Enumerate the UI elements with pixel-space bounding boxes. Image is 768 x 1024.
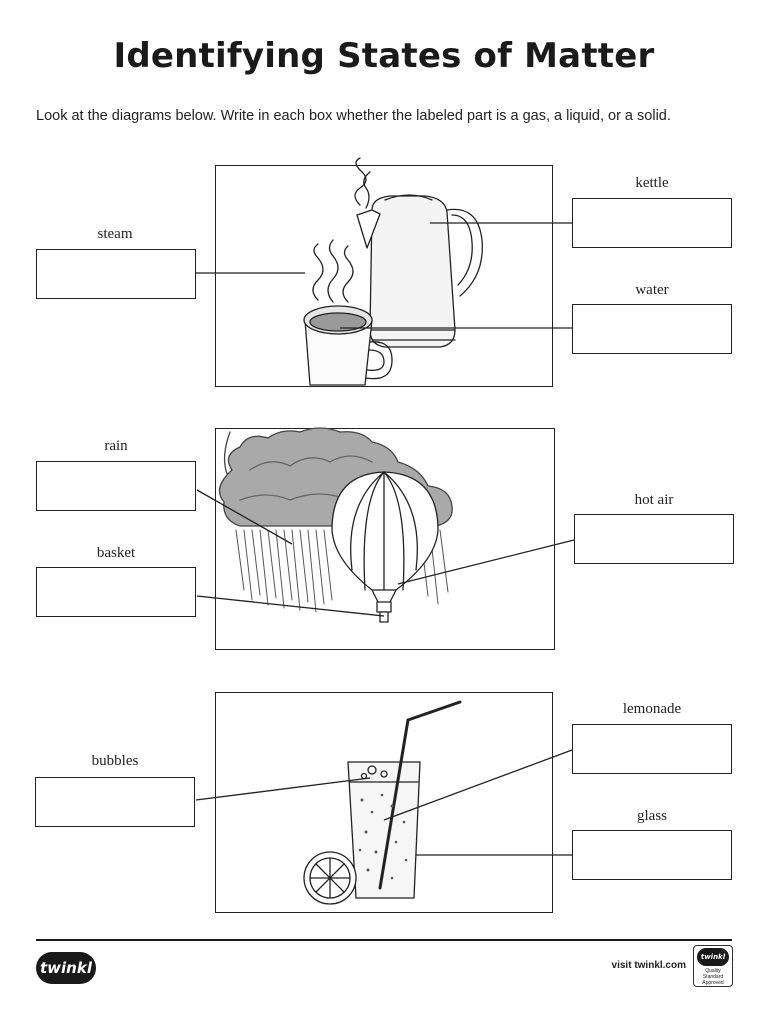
label-glass: glass: [637, 808, 667, 824]
answer-box-hot-air[interactable]: [574, 514, 734, 564]
label-basket: basket: [96, 545, 136, 561]
badge-text: Quality Standard Approved: [702, 968, 724, 986]
answer-box-lemonade[interactable]: [572, 724, 732, 774]
page-title: Identifying States of Matter: [113, 36, 655, 76]
instructions: Look at the diagrams below. Write in eac…: [36, 108, 671, 124]
label-water: water: [635, 282, 669, 298]
answer-box-rain[interactable]: [36, 461, 196, 511]
label-rain: rain: [104, 438, 128, 454]
answer-box-basket[interactable]: [36, 567, 196, 617]
visit-link[interactable]: visit twinkl.com: [611, 960, 686, 971]
label-steam: steam: [97, 226, 133, 242]
hot-air-balloon-icon: [331, 471, 439, 623]
label-lemonade: lemonade: [622, 701, 682, 717]
glass-icon: [347, 700, 462, 899]
leader-lines: [195, 222, 575, 856]
answer-box-steam[interactable]: [36, 249, 196, 299]
footer-rule: [36, 939, 732, 941]
twinkl-logo[interactable]: twinkl: [36, 952, 96, 984]
answer-box-glass[interactable]: [572, 830, 732, 880]
answer-box-kettle[interactable]: [572, 198, 732, 248]
badge-logo: twinkl: [697, 948, 729, 966]
lemon-slice-icon: [303, 851, 357, 905]
answer-box-water[interactable]: [572, 304, 732, 354]
mug-icon: [303, 239, 393, 386]
kettle-icon: [354, 157, 483, 348]
answer-box-bubbles[interactable]: [35, 777, 195, 827]
label-hot-air: hot air: [634, 492, 674, 508]
quality-badge: twinkl Quality Standard Approved: [693, 945, 733, 987]
label-bubbles: bubbles: [91, 753, 139, 769]
label-kettle: kettle: [635, 175, 669, 191]
